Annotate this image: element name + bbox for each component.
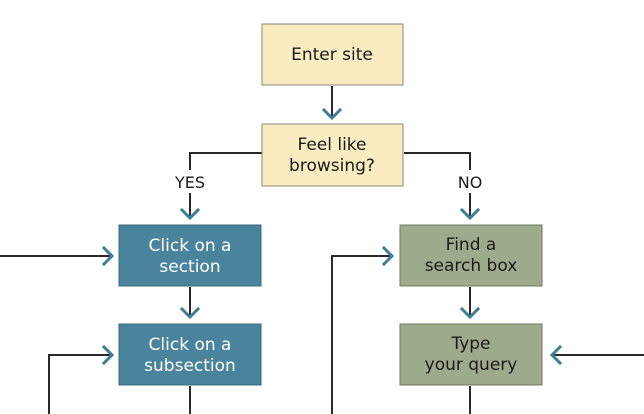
edge-browse-no <box>404 152 471 170</box>
arrow-down-icon <box>179 207 201 221</box>
node-label-line-2: search box <box>425 256 518 276</box>
edge-browse-yes <box>189 152 262 170</box>
edge-label-yes: YES <box>174 173 205 192</box>
node-label-line-1: Click on a <box>149 236 232 256</box>
connectors <box>0 86 644 414</box>
node-label-line-2: your query <box>425 355 518 375</box>
node-feel-like-browsing: Feel like browsing? <box>261 123 404 187</box>
arrow-right-icon <box>101 245 115 267</box>
node-label-line-2: section <box>159 257 220 277</box>
node-label-line-2: subsection <box>144 356 236 376</box>
node-box <box>399 323 543 386</box>
arrow-right-icon <box>381 245 395 267</box>
node-label: Enter site <box>291 45 373 65</box>
node-click-section: Click on a section <box>118 224 262 287</box>
edge-label-no: NO <box>458 173 483 192</box>
arrow-left-icon <box>549 344 563 366</box>
node-click-subsection: Click on a subsection <box>118 323 262 386</box>
arrowheads <box>101 107 563 366</box>
node-label-line-2: browsing? <box>289 156 375 176</box>
arrow-down-icon <box>459 207 481 221</box>
edge-loop-into-searchbox <box>331 255 392 414</box>
arrow-down-icon <box>179 306 201 320</box>
node-box <box>118 323 262 386</box>
node-box <box>261 123 404 187</box>
node-box <box>399 224 543 287</box>
node-box <box>118 224 262 287</box>
node-label-line-1: Feel like <box>297 135 366 155</box>
arrow-down-icon <box>321 107 343 121</box>
edge-loop-into-subsection <box>48 354 112 414</box>
node-box <box>261 23 404 86</box>
arrow-down-icon <box>459 306 481 320</box>
node-label-line-1: Find a <box>446 235 497 255</box>
node-label-line-1: Click on a <box>149 335 232 355</box>
node-label-line-1: Type <box>450 334 490 354</box>
node-type-query: Type your query <box>399 323 543 386</box>
arrow-right-icon <box>101 344 115 366</box>
node-enter-site: Enter site <box>261 23 404 86</box>
node-find-search-box: Find a search box <box>399 224 543 287</box>
